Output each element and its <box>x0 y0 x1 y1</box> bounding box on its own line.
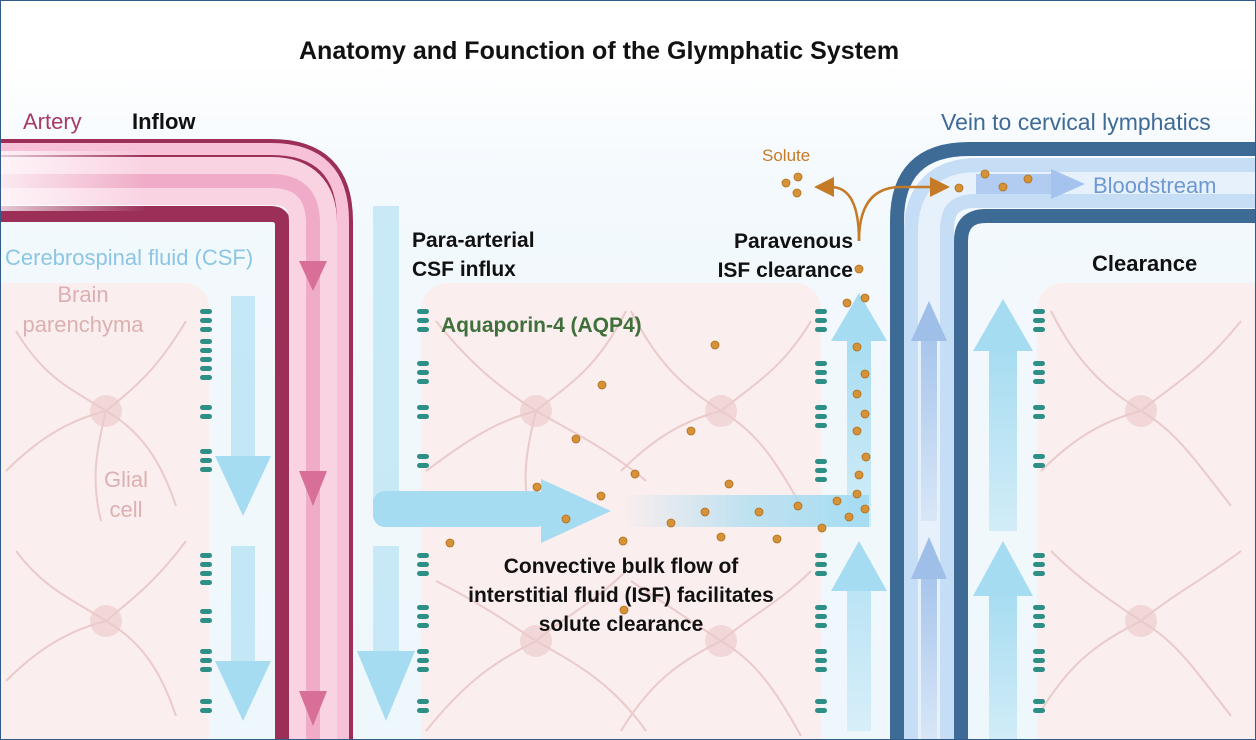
glial-cells <box>5 310 1242 737</box>
para-arterial-label: Para-arterial CSF influx <box>412 226 535 284</box>
para-arterial-arrows <box>357 206 415 721</box>
csf-label: Cerebrospinal fluid (CSF) <box>5 245 254 270</box>
glial-cell-label: Glial cell <box>91 465 161 525</box>
artery-vessel <box>1 139 353 739</box>
vein-up-arrows <box>911 301 947 739</box>
clearance-label: Clearance <box>1092 251 1198 276</box>
convective-flow-label: Convective bulk flow of interstitial flu… <box>441 552 801 639</box>
convective-line-2: interstitial fluid (ISF) facilitates <box>468 584 774 607</box>
inflow-label: Inflow <box>132 109 196 134</box>
solute-label: Solute <box>762 146 811 165</box>
brain-parenchyma-label: Brain parenchyma <box>15 280 151 340</box>
solute-split-arrows <box>814 177 950 242</box>
brain-parenchyma-line-1: Brain <box>57 282 109 307</box>
aqp4-channels <box>200 309 1045 713</box>
convective-line-3: solute clearance <box>538 613 704 636</box>
artery-arrows <box>299 261 327 726</box>
paravenous-line-2: ISF clearance <box>717 259 853 282</box>
paravenous-label: Paravenous ISF clearance <box>701 227 853 285</box>
bloodstream-label: Bloodstream <box>1093 173 1217 198</box>
para-arterial-line-1: Para-arterial <box>412 229 535 252</box>
glial-cell-line-2: cell <box>109 497 143 522</box>
aqp4-label: Aquaporin-4 (AQP4) <box>441 314 642 337</box>
csf-influx-arrow <box>373 293 887 731</box>
para-arterial-line-2: CSF influx <box>412 258 516 281</box>
solute-particles <box>445 169 1033 615</box>
brain-parenchyma-line-2: parenchyma <box>22 312 144 337</box>
vein-label: Vein to cervical lymphatics <box>941 109 1211 135</box>
artery-label: Artery <box>23 109 82 134</box>
csf-down-arrows-left <box>215 296 271 721</box>
convective-line-1: Convective bulk flow of <box>503 555 739 578</box>
glial-cell-line-1: Glial <box>103 467 148 492</box>
clearance-up-arrows <box>973 299 1033 739</box>
diagram-title: Anatomy and Founction of the Glymphatic … <box>299 37 900 65</box>
paravenous-line-1: Paravenous <box>733 230 853 253</box>
